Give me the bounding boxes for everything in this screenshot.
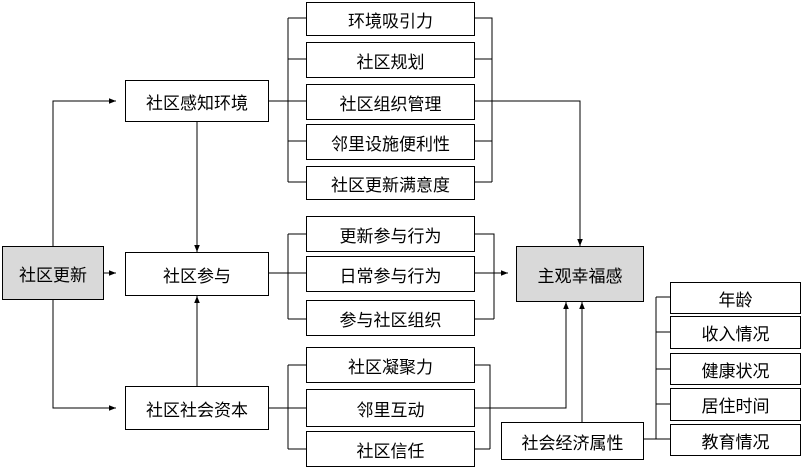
node-community-perception: 社区感知环境 (125, 80, 269, 122)
capital-right-bracket (475, 364, 491, 450)
item-environment-attraction: 环境吸引力 (306, 2, 475, 36)
item-health-status: 健康状况 (670, 353, 801, 385)
node-subjective-wellbeing: 主观幸福感 (516, 246, 644, 302)
item-neighbor-interaction: 邻里互动 (306, 389, 475, 427)
item-facility-convenience: 邻里设施便利性 (306, 124, 475, 160)
participation-right-bracket (475, 233, 495, 320)
node-community-renewal: 社区更新 (2, 246, 104, 300)
perception-bracket (269, 17, 306, 183)
item-organization-management: 社区组织管理 (306, 84, 475, 120)
item-income: 收入情况 (670, 316, 801, 349)
item-community-planning: 社区规划 (306, 42, 475, 78)
node-social-capital: 社区社会资本 (125, 386, 269, 430)
item-renewal-satisfaction: 社区更新满意度 (306, 166, 475, 200)
edge-renewal-perception (52, 98, 116, 246)
perception-right-bracket (475, 17, 493, 183)
node-socioeconomic-attributes: 社会经济属性 (501, 422, 644, 460)
capital-bracket (269, 364, 306, 450)
item-community-cohesion: 社区凝聚力 (306, 347, 475, 383)
item-education: 教育情况 (670, 424, 801, 456)
item-age: 年龄 (670, 282, 801, 314)
edge-renewal-capital (52, 300, 116, 411)
participation-bracket (269, 233, 306, 320)
item-residence-time: 居住时间 (670, 388, 801, 421)
item-daily-participation-behavior: 日常参与行为 (306, 256, 475, 292)
socio-bracket (644, 296, 670, 440)
item-community-trust: 社区信任 (306, 431, 475, 467)
edge-perception-wellbeing (492, 100, 583, 246)
node-community-participation: 社区参与 (125, 252, 269, 296)
edge-capital-wellbeing (475, 302, 569, 409)
item-join-community-organization: 参与社区组织 (306, 300, 475, 336)
item-renewal-participation-behavior: 更新参与行为 (306, 216, 475, 252)
